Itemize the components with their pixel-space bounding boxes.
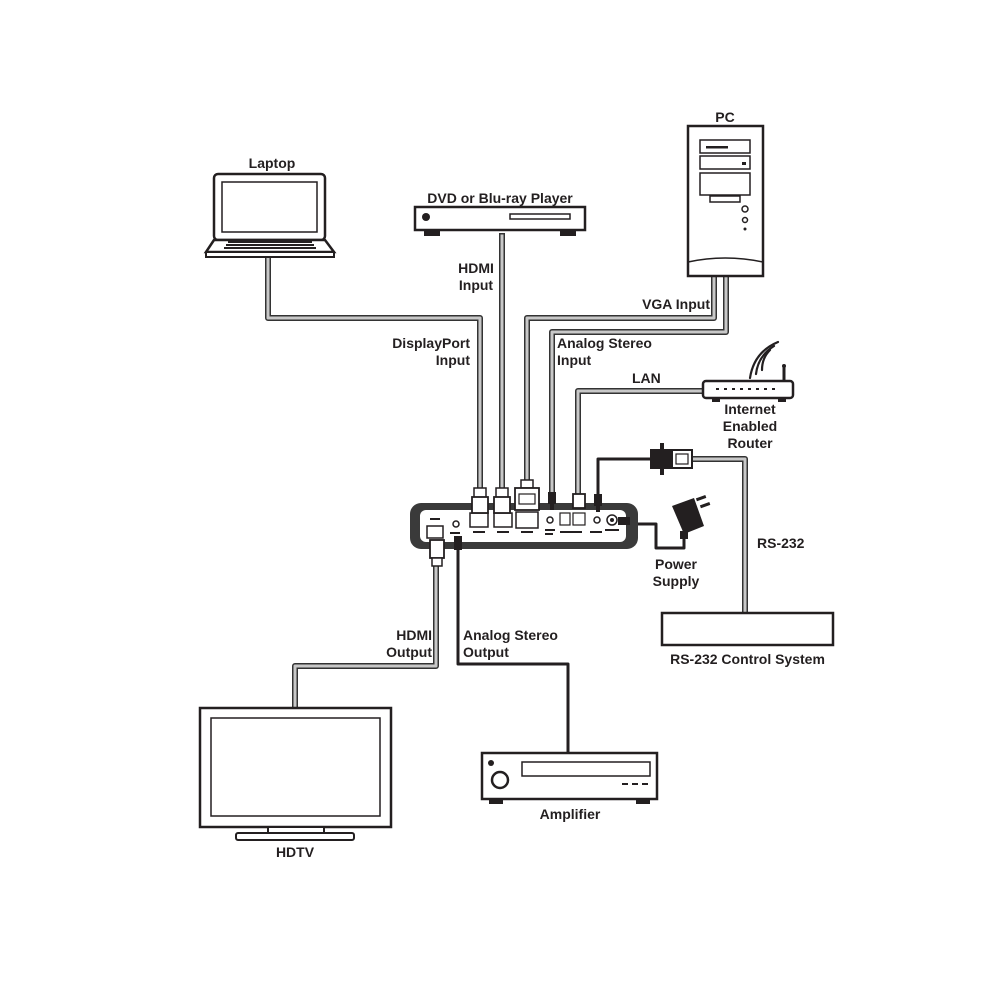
cable-vga <box>524 275 717 487</box>
analog-stereo-input-label: Analog Stereo Input <box>557 335 652 368</box>
rs232-control-system-icon <box>660 611 835 647</box>
amplifier-label: Amplifier <box>539 806 601 822</box>
cable-displayport <box>265 255 483 495</box>
plug-hdmi-input <box>493 487 511 514</box>
plug-vga <box>514 479 540 511</box>
laptop-label: Laptop <box>248 155 296 171</box>
wifi-signal-icon <box>748 340 780 380</box>
cable-rs232 <box>596 456 748 616</box>
db9-connector-icon <box>650 443 693 475</box>
plug-analog-output <box>454 536 462 550</box>
router-label: Internet Enabled Router <box>722 401 778 451</box>
cable-lan <box>575 388 706 499</box>
plug-analog-input <box>548 492 556 510</box>
laptop-icon <box>203 172 337 258</box>
hdmi-out-port <box>426 525 444 539</box>
power-supply-label: Power Supply <box>652 556 700 589</box>
rs232-control-system-label: RS-232 Control System <box>670 651 825 667</box>
pc-tower-icon <box>686 124 765 278</box>
vga-port <box>515 511 539 529</box>
plug-rs232 <box>594 494 602 512</box>
pc-label: PC <box>715 109 735 125</box>
power-adapter-icon <box>672 495 711 539</box>
dvd-player-label: DVD or Blu-ray Player <box>427 190 573 206</box>
analog-stereo-output-label: Analog Stereo Output <box>463 627 558 660</box>
rs232-port <box>593 516 601 524</box>
hdtv-label: HDTV <box>275 844 315 860</box>
displayport-input-label: DisplayPort Input <box>392 335 470 368</box>
plug-power <box>618 517 630 525</box>
plug-hdmi-output <box>429 539 445 567</box>
cable-power <box>628 522 686 550</box>
hdtv-icon <box>198 706 393 841</box>
audio-out-port <box>452 520 460 528</box>
rs232-label: RS-232 <box>757 535 805 551</box>
power-port <box>606 514 618 526</box>
dvd-player-icon <box>413 205 587 236</box>
switcher-unit <box>410 503 638 549</box>
lan-port <box>572 512 586 526</box>
hdmi-input-label: HDMI Input <box>458 260 494 293</box>
plug-displayport <box>471 487 489 514</box>
router-icon <box>701 364 795 402</box>
usb-port <box>559 512 571 526</box>
cable-analog-input <box>549 275 729 497</box>
cable-analog-output <box>456 548 570 752</box>
cable-hdmi-output <box>292 557 439 711</box>
vga-input-label: VGA Input <box>642 296 710 312</box>
plug-lan <box>572 493 586 509</box>
hdmi-output-label: HDMI Output <box>386 627 432 660</box>
amplifier-icon <box>480 751 659 804</box>
audio-in-port <box>546 516 554 524</box>
lan-label: LAN <box>632 370 661 386</box>
